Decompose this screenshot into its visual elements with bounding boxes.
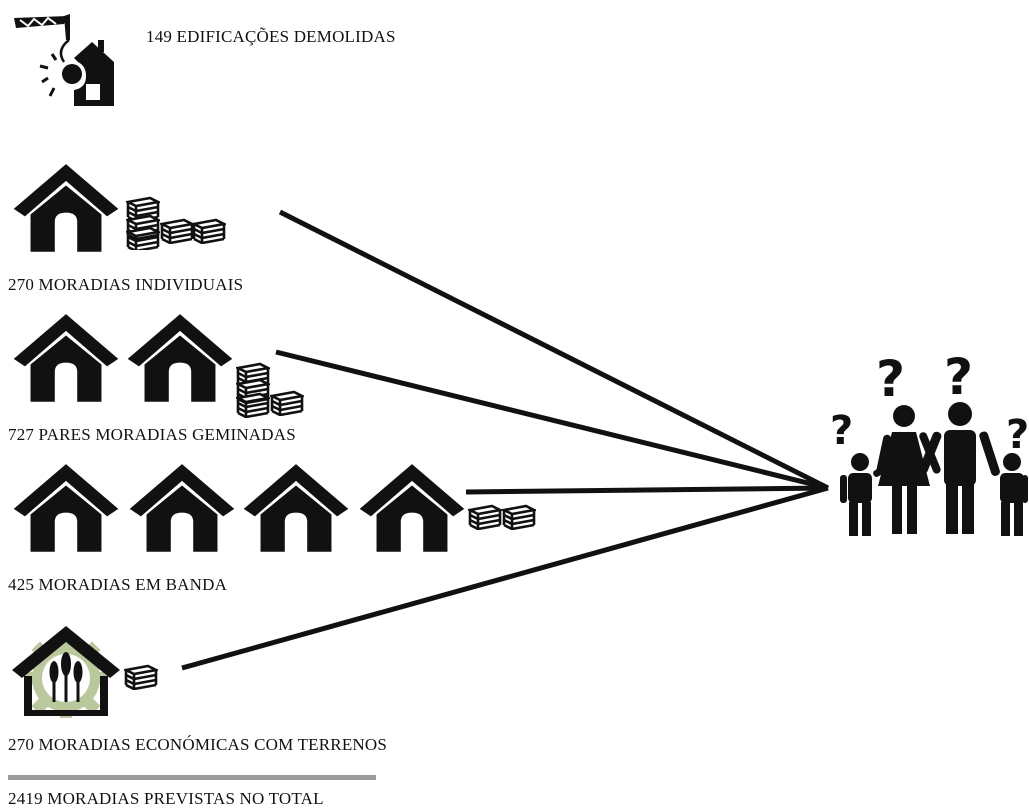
category-label-economic: 270 MORADIAS ECONÓMICAS COM TERRENOS [8, 735, 388, 754]
demolished-label: 149 EDIFICAÇÕES DEMOLIDAS [146, 27, 396, 46]
svg-text:?: ? [830, 408, 853, 454]
category-label-semidetached: 727 PARES MORADIAS GEMINADAS [8, 425, 296, 444]
family-question-icon: ? ? ? ? [830, 348, 1029, 542]
total-label: 2419 MORADIAS PREVISTAS NO TOTAL [8, 789, 324, 808]
total-divider [8, 775, 376, 780]
connector-line [181, 485, 829, 671]
category-label-terraced: 425 MORADIAS EM BANDA [8, 575, 228, 594]
connector-line [275, 349, 829, 491]
demolition-crane-icon [12, 14, 118, 108]
wheat-gear-house-icon [10, 622, 122, 718]
category-label-individual: 270 MORADIAS INDIVIDUAIS [8, 275, 244, 294]
svg-text:?: ? [944, 352, 973, 406]
svg-text:?: ? [1006, 412, 1029, 458]
svg-text:?: ? [876, 352, 905, 408]
connector-line [465, 485, 829, 495]
connector-line [278, 209, 830, 491]
